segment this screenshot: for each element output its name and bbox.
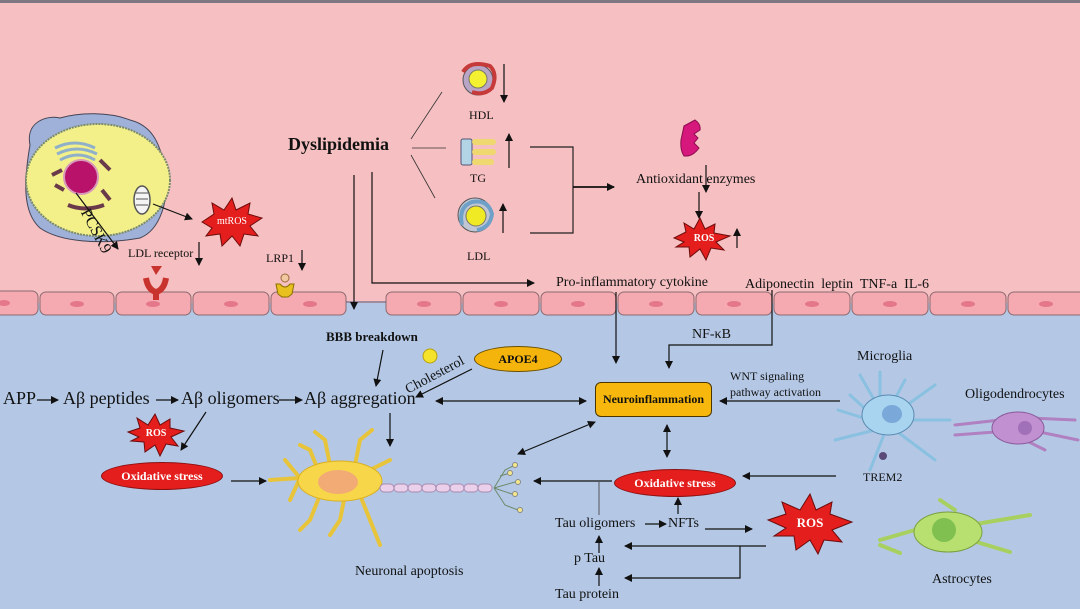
app-label: APP (3, 388, 37, 408)
arrow-neuroinflammation-neuron (517, 420, 596, 456)
arrow-dyslipidemia-to-cytokine (371, 172, 535, 287)
tg-label: TG (470, 171, 486, 185)
endothelial-cell (695, 291, 773, 316)
endothelial-cell (929, 291, 1007, 316)
neuron-icon (268, 428, 523, 547)
abeta-oligomers-label: Aβ oligomers (181, 388, 280, 408)
axon (379, 483, 493, 493)
neuroinflammation-box: Neuroinflammation (595, 382, 712, 417)
oxidative-stress-left-badge: Oxidative stress (101, 462, 223, 490)
arrow-ros-to-ptau (624, 546, 741, 582)
neuronal-apoptosis-label: Neuronal apoptosis (355, 564, 464, 579)
lrp1-receptor-icon (275, 273, 295, 298)
wnt-label-line1: WNT signaling (730, 369, 805, 383)
hdl-particle-icon (461, 62, 497, 96)
antioxidant-enzyme-icon (680, 119, 701, 157)
blood-side-region (0, 3, 1080, 303)
hdl-label: HDL (469, 108, 494, 122)
golgi-icon (54, 141, 98, 162)
ros-burst-right-icon (766, 492, 854, 556)
ros-left-label: ROS (145, 428, 167, 439)
microglia-icon (833, 370, 952, 472)
connector-ldl (410, 154, 436, 199)
tau-oligomers-label: Tau oligomers (555, 516, 636, 531)
oxidative-stress-right-badge: Oxidative stress (614, 469, 736, 497)
connector-hdl (410, 91, 443, 140)
bbb-breakdown-label: BBB breakdown (326, 329, 418, 344)
abeta-peptides-label: Aβ peptides (63, 388, 150, 408)
mtros-burst-icon (201, 196, 264, 248)
nfts-label: NFTs (668, 516, 699, 531)
arrow-bbb-to-aggregation (373, 349, 384, 387)
endothelial-cell (851, 291, 929, 316)
trem2-label: TREM2 (863, 470, 903, 484)
cytokine-label: Pro-inflammatory cytokine (556, 275, 709, 290)
ldl-receptor-label: LDL receptor (128, 246, 194, 260)
mtros-label: mtROS (216, 216, 247, 227)
ros-right-label: ROS (796, 515, 824, 530)
endothelial-cell (462, 291, 540, 316)
er-icon (51, 158, 112, 211)
lipid-bracket (530, 146, 574, 234)
arrow-mito-to-mtros (152, 203, 193, 221)
abeta-aggregation-label: Aβ aggregation (304, 388, 416, 408)
arrow-apoe4-to-aggregation (415, 368, 473, 398)
endothelial-cell (617, 291, 695, 316)
ldl-receptor-icon (143, 266, 169, 300)
arrow-adipokines-to-neuroinflammation (665, 290, 773, 369)
endothelial-cell (773, 291, 851, 316)
mitochondrion-icon (133, 185, 151, 215)
oligodendrocyte-icon (953, 411, 1080, 452)
cholesterol-icon (422, 348, 438, 364)
antioxidant-enzymes-label: Antioxidant enzymes (636, 172, 756, 187)
arrow-oligomers-to-oxidative (180, 411, 207, 451)
endothelial-cell (0, 290, 39, 316)
ldl-label: LDL (467, 249, 491, 263)
tau-protein-label: Tau protein (555, 587, 619, 602)
tg-molecule-icon (460, 138, 496, 166)
endothelial-cell (385, 291, 462, 316)
endothelial-cell (1007, 291, 1080, 316)
oligodendrocytes-label: Oligodendrocytes (965, 387, 1065, 402)
ros-burst-top-icon (672, 216, 732, 262)
ros-top-label: ROS (693, 233, 715, 244)
endothelial-cell (270, 291, 347, 316)
ptau-label: p Tau (574, 551, 606, 566)
astrocytes-label: Astrocytes (932, 572, 992, 587)
endothelial-cell (192, 291, 270, 316)
microglia-label: Microglia (857, 349, 913, 364)
trem2-receptor-icon (879, 452, 887, 460)
lrp1-label: LRP1 (266, 251, 295, 265)
arrow-pcsk9-to-ldlr (75, 192, 119, 250)
nucleus-icon (63, 159, 99, 195)
endothelial-cell (540, 291, 617, 316)
adipokines-label: Adiponectin leptin TNF-a IL-6 (745, 277, 930, 292)
wnt-label-line2: pathway activation (730, 385, 821, 399)
dyslipidemia-label: Dyslipidemia (288, 134, 390, 154)
ldl-particle-icon (457, 197, 495, 233)
apoe4-badge: APOE4 (474, 346, 562, 372)
nfkb-label: NF-κB (692, 327, 731, 342)
endothelial-layer (0, 290, 1080, 316)
endothelial-cell (39, 291, 115, 316)
hepatocyte-cell-icon (25, 113, 171, 243)
ros-burst-left-icon (126, 412, 186, 458)
astrocyte-icon (878, 498, 1032, 555)
top-border (0, 0, 1080, 3)
